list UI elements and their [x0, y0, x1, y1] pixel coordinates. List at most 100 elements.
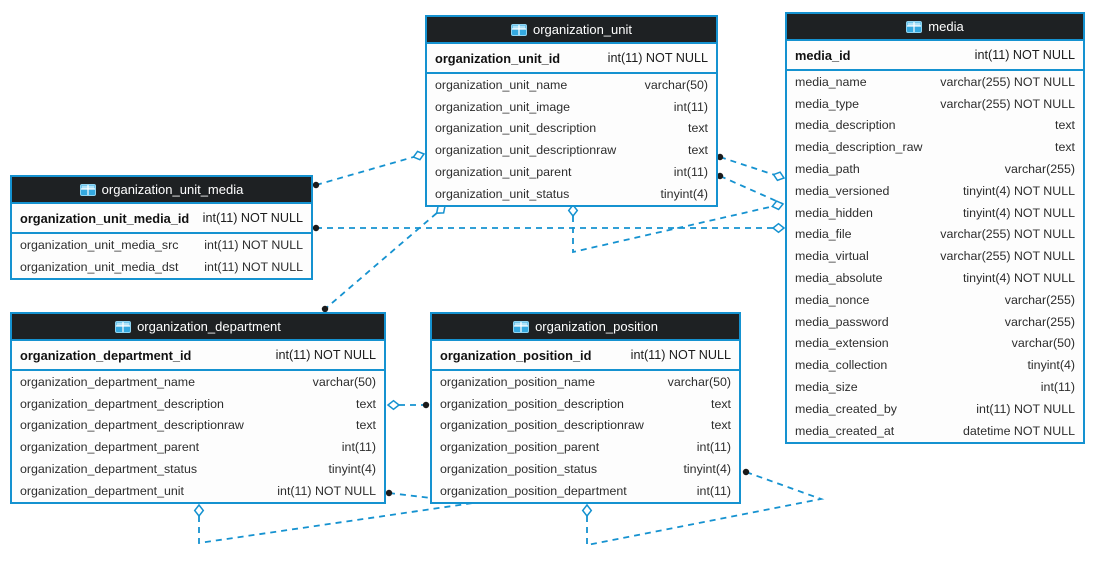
table-title: organization_unit — [532, 22, 633, 37]
column-name: organization_unit_name — [435, 77, 568, 92]
one-end-dot-marker — [422, 401, 430, 409]
one-end-dot-marker — [321, 305, 329, 313]
column-row-organization_position_department: organization_position_department int(11) — [432, 479, 739, 502]
column-type: varchar(255) — [1004, 162, 1075, 177]
column-type: text — [356, 418, 376, 433]
column-row-organization_unit_description: organization_unit_description text — [427, 117, 716, 140]
column-row-media_size: media_size int(11) — [787, 376, 1083, 398]
column-type: text — [1055, 140, 1075, 155]
relationship-line-organization_department-to-organization_unit[interactable] — [324, 205, 446, 310]
pk-row: organization_unit_media_id int(11) NOT N… — [12, 204, 311, 234]
relationship-line-organization_unit-to-media-2[interactable] — [719, 175, 784, 205]
column-type: tinyint(4) — [328, 462, 376, 477]
table-media[interactable]: media media_id int(11) NOT NULL media_na… — [785, 12, 1085, 444]
column-type: int(11) — [673, 99, 708, 114]
table-header[interactable]: organization_position — [432, 314, 739, 341]
column-type: int(11) — [673, 165, 708, 180]
column-type: int(11) NOT NULL — [976, 401, 1075, 416]
table-title: organization_position — [535, 319, 658, 334]
many-end-diamond-marker — [772, 171, 786, 182]
column-name: organization_department_name — [20, 374, 195, 389]
table-icon — [513, 320, 530, 333]
column-row-media_versioned: media_versioned tinyint(4) NOT NULL — [787, 179, 1083, 202]
column-name: organization_position_department — [440, 483, 627, 498]
table-icon — [115, 320, 132, 333]
column-row-organization_position_name: organization_position_name varchar(50) — [432, 371, 739, 393]
column-row-organization_position_description: organization_position_description text — [432, 392, 739, 415]
column-row-organization_unit_parent: organization_unit_parent int(11) — [427, 161, 716, 183]
table-icon — [79, 183, 96, 196]
column-list: organization_unit_media_src int(11) NOT … — [12, 234, 311, 278]
column-row-organization_unit_name: organization_unit_name varchar(50) — [427, 74, 716, 96]
column-name: organization_unit_media_dst — [20, 259, 179, 274]
column-row-media_extension: media_extension varchar(50) — [787, 332, 1083, 355]
column-row-organization_department_descriptionraw: organization_department_descriptionraw t… — [12, 414, 384, 437]
column-row-media_password: media_password varchar(255) — [787, 310, 1083, 333]
relationship-line-organization_unit-to-media-3[interactable] — [572, 203, 784, 254]
column-row-organization_position_parent: organization_position_parent int(11) — [432, 436, 739, 459]
table-header[interactable]: media — [787, 14, 1083, 41]
many-end-diamond-marker — [193, 503, 205, 518]
column-row-organization_position_status: organization_position_status tinyint(4) — [432, 458, 739, 480]
table-organization_unit_media[interactable]: organization_unit_media organization_uni… — [10, 175, 313, 280]
table-icon — [906, 20, 923, 33]
column-row-organization_unit_media_dst: organization_unit_media_dst int(11) NOT … — [12, 255, 311, 278]
table-organization_department[interactable]: organization_department organization_dep… — [10, 312, 386, 504]
column-name: media_description — [795, 118, 896, 133]
table-header[interactable]: organization_department — [12, 314, 384, 341]
column-type: int(11) — [696, 483, 731, 498]
many-end-diamond-marker — [386, 399, 401, 411]
column-type: int(11) — [341, 440, 376, 455]
table-header[interactable]: organization_unit_media — [12, 177, 311, 204]
column-type: varchar(255) — [1004, 314, 1075, 329]
column-name: organization_unit_status — [435, 186, 570, 201]
pk-column-name: organization_unit_media_id — [20, 210, 190, 226]
many-end-diamond-marker — [567, 203, 579, 218]
column-type: datetime NOT NULL — [962, 423, 1075, 438]
column-name: media_path — [795, 162, 860, 177]
column-type: text — [356, 396, 376, 411]
pk-row: organization_department_id int(11) NOT N… — [12, 341, 384, 371]
column-type: tinyint(4) — [1027, 358, 1075, 373]
column-name: organization_department_description — [20, 396, 224, 411]
column-name: organization_position_parent — [440, 440, 600, 455]
column-row-organization_department_unit: organization_department_unit int(11) NOT… — [12, 479, 384, 502]
column-name: organization_department_unit — [20, 483, 184, 498]
column-name: organization_position_description — [440, 396, 624, 411]
column-name: organization_position_name — [440, 374, 595, 389]
column-type: int(11) — [696, 440, 731, 455]
column-row-organization_department_parent: organization_department_parent int(11) — [12, 436, 384, 459]
pk-row: organization_unit_id int(11) NOT NULL — [427, 44, 716, 74]
column-type: tinyint(4) — [683, 462, 731, 477]
column-name: media_password — [795, 314, 889, 329]
relationship-line-organization_position-self-reference[interactable] — [586, 471, 825, 547]
column-name: organization_unit_description — [435, 121, 597, 136]
table-organization_position[interactable]: organization_position organization_posit… — [430, 312, 741, 504]
one-end-dot-marker — [385, 489, 393, 497]
relationship-line-organization_department-to-organization_position-2[interactable] — [198, 502, 474, 545]
pk-column-name: organization_department_id — [20, 347, 192, 363]
one-end-dot-marker — [716, 172, 724, 180]
pk-column-type: int(11) NOT NULL — [202, 211, 303, 225]
column-name: organization_position_descriptionraw — [440, 418, 644, 433]
column-name: organization_unit_image — [435, 99, 571, 114]
column-name: media_created_by — [795, 401, 897, 416]
column-name: media_created_at — [795, 423, 895, 438]
column-name: media_extension — [795, 336, 889, 351]
column-list: organization_unit_name varchar(50) organ… — [427, 74, 716, 205]
column-type: int(11) NOT NULL — [204, 259, 303, 274]
column-type: tinyint(4) NOT NULL — [962, 271, 1075, 286]
relationship-line-organization_unit_media-to-organization_unit[interactable] — [315, 153, 425, 186]
column-row-organization_unit_image: organization_unit_image int(11) — [427, 95, 716, 118]
table-organization_unit[interactable]: organization_unit organization_unit_id i… — [425, 15, 718, 207]
column-list: organization_department_name varchar(50)… — [12, 371, 384, 502]
column-row-organization_department_status: organization_department_status tinyint(4… — [12, 458, 384, 480]
column-row-media_path: media_path varchar(255) — [787, 158, 1083, 180]
column-type: varchar(50) — [644, 77, 708, 92]
column-name: media_versioned — [795, 183, 890, 198]
table-header[interactable]: organization_unit — [427, 17, 716, 44]
one-end-dot-marker — [312, 224, 320, 232]
one-end-dot-marker — [716, 153, 724, 161]
column-row-media_created_at: media_created_at datetime NOT NULL — [787, 419, 1083, 442]
